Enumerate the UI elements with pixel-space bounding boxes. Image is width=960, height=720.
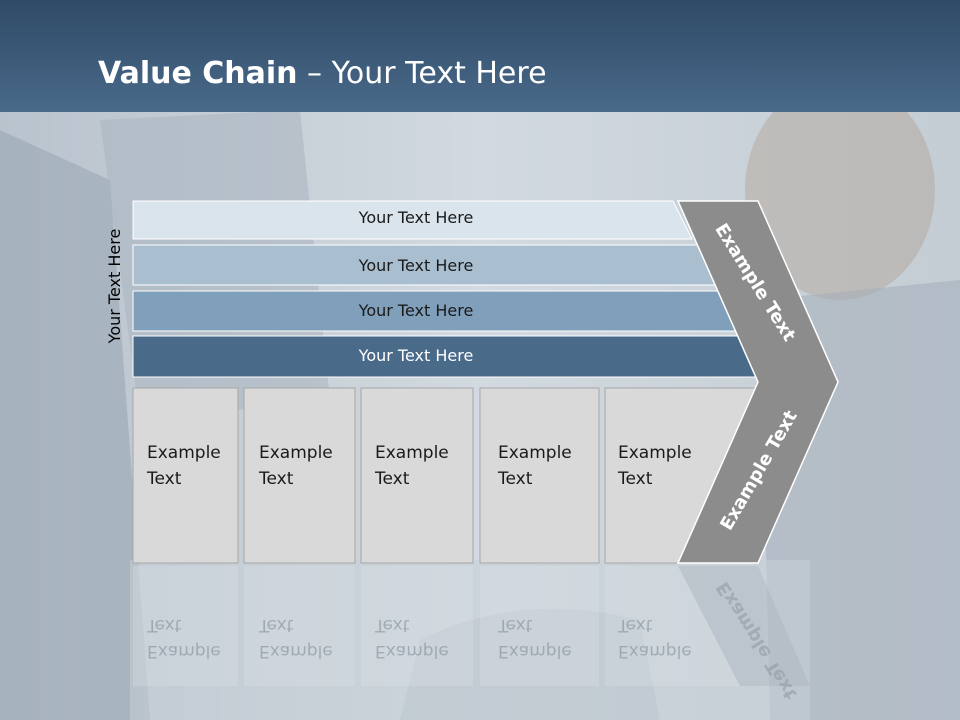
box-1: [132, 387, 239, 564]
row-label-3: Your Text Here: [358, 301, 474, 320]
box-label-2: Example Text: [259, 443, 333, 489]
box-label-5: Example Text: [618, 443, 692, 489]
box-reflection-3: Example Text: [375, 615, 449, 661]
box-3: [360, 387, 474, 564]
box-reflection-1: Example Text: [147, 615, 221, 661]
box-2: [243, 387, 356, 564]
box-4: [479, 387, 600, 564]
row-bar-1: [132, 200, 693, 240]
title-bold: Value Chain: [98, 56, 298, 91]
box-label-4: Example Text: [498, 443, 572, 489]
slide-title: Value Chain – Your Text Here: [98, 54, 547, 94]
row-label-4: Your Text Here: [358, 346, 474, 365]
box-reflection-2: Example Text: [259, 615, 333, 661]
row-label-1: Your Text Here: [358, 208, 474, 227]
row-label-2: Your Text Here: [358, 256, 474, 275]
chevron-arrow: [676, 200, 839, 564]
reflection: [133, 566, 810, 686]
title-rest: – Your Text Here: [297, 56, 547, 91]
box-label-3: Example Text: [375, 443, 449, 489]
box-label-1: Example Text: [147, 443, 221, 489]
title-bar: [0, 0, 960, 112]
box-reflection-4: Example Text: [498, 615, 572, 661]
box-reflection-5: Example Text: [618, 615, 692, 661]
side-label: Your Text Here: [105, 228, 124, 344]
